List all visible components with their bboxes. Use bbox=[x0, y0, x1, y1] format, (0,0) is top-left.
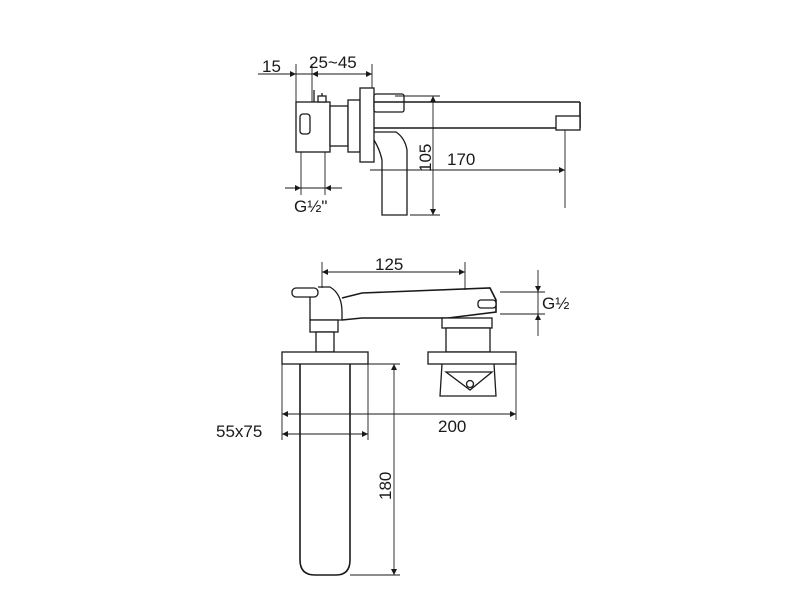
dim-105-label: 105 bbox=[416, 144, 435, 172]
dim-200: 200 bbox=[282, 364, 517, 436]
top-view: 125 G½ 55x75 200 bbox=[216, 255, 569, 576]
top-lever bbox=[291, 286, 343, 321]
dim-180: 180 bbox=[350, 363, 400, 576]
dim-55x75-label: 55x75 bbox=[216, 422, 262, 441]
dim-180-label: 180 bbox=[376, 472, 395, 500]
side-wall-plate bbox=[359, 87, 408, 216]
dim-15-label: 15 bbox=[262, 57, 281, 76]
dim-25-45-label: 25~45 bbox=[309, 53, 357, 72]
side-view: 15 25~45 105 170 bbox=[258, 53, 581, 216]
side-valve-body bbox=[295, 90, 361, 153]
thread-top-label: G½ bbox=[542, 294, 569, 313]
top-spout-body bbox=[299, 364, 351, 576]
dim-125: 125 bbox=[321, 255, 466, 290]
thread-side-label: G½" bbox=[294, 197, 327, 216]
dim-thread-side: G½" bbox=[285, 152, 342, 216]
dim-170: 170 bbox=[370, 130, 566, 208]
dim-125-label: 125 bbox=[375, 255, 403, 274]
dim-55x75: 55x75 bbox=[216, 364, 369, 441]
dim-105: 105 bbox=[395, 95, 440, 216]
dim-25-45: 25~45 bbox=[309, 53, 373, 88]
top-spout bbox=[341, 287, 497, 329]
side-spout bbox=[374, 101, 581, 131]
dim-thread-top: G½ bbox=[500, 270, 569, 336]
dim-170-label: 170 bbox=[447, 150, 475, 169]
top-control-handle bbox=[439, 363, 497, 397]
dim-200-label: 200 bbox=[438, 417, 466, 436]
top-wall-plates bbox=[281, 351, 517, 365]
top-connectors bbox=[309, 319, 491, 353]
